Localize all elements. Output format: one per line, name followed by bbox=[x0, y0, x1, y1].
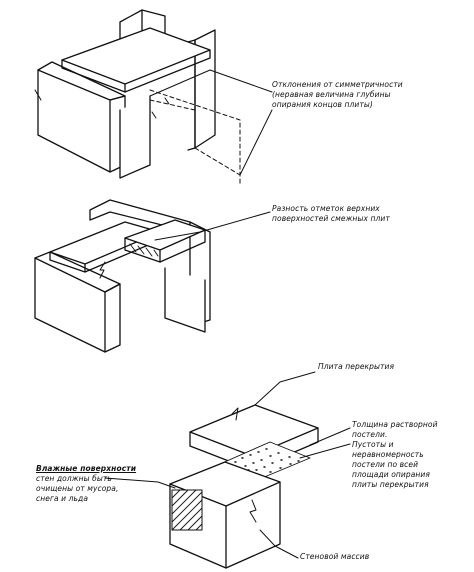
figure-3-mortar-bed-detail bbox=[104, 371, 351, 569]
slab-1 bbox=[61, 27, 211, 85]
wall-left-1 bbox=[37, 69, 111, 173]
annotation-mortar-bed: Толщина растворной постели. Пустоты и не… bbox=[352, 420, 438, 489]
figure-1-asymmetric-bearing bbox=[34, 9, 273, 186]
annotation-wall-surfaces: стен должны быть очищены от мусора, снег… bbox=[36, 474, 119, 503]
annotation-slab: Плита перекрытия bbox=[318, 362, 395, 371]
annotation-level-difference: Разность отметок верхних поверхностей см… bbox=[272, 204, 390, 223]
pier-section-hatch bbox=[171, 489, 203, 531]
mortar-speckle bbox=[234, 448, 300, 473]
annotation-pier: Стеновой массив bbox=[300, 552, 370, 561]
slab-3 bbox=[189, 404, 319, 457]
annotation-asymmetry: Отклонения от симметричности (неравная в… bbox=[272, 80, 403, 109]
figure-2-slab-level-difference bbox=[34, 199, 271, 353]
annotation-wall-surfaces-heading: Влажные поверхности bbox=[36, 464, 137, 473]
